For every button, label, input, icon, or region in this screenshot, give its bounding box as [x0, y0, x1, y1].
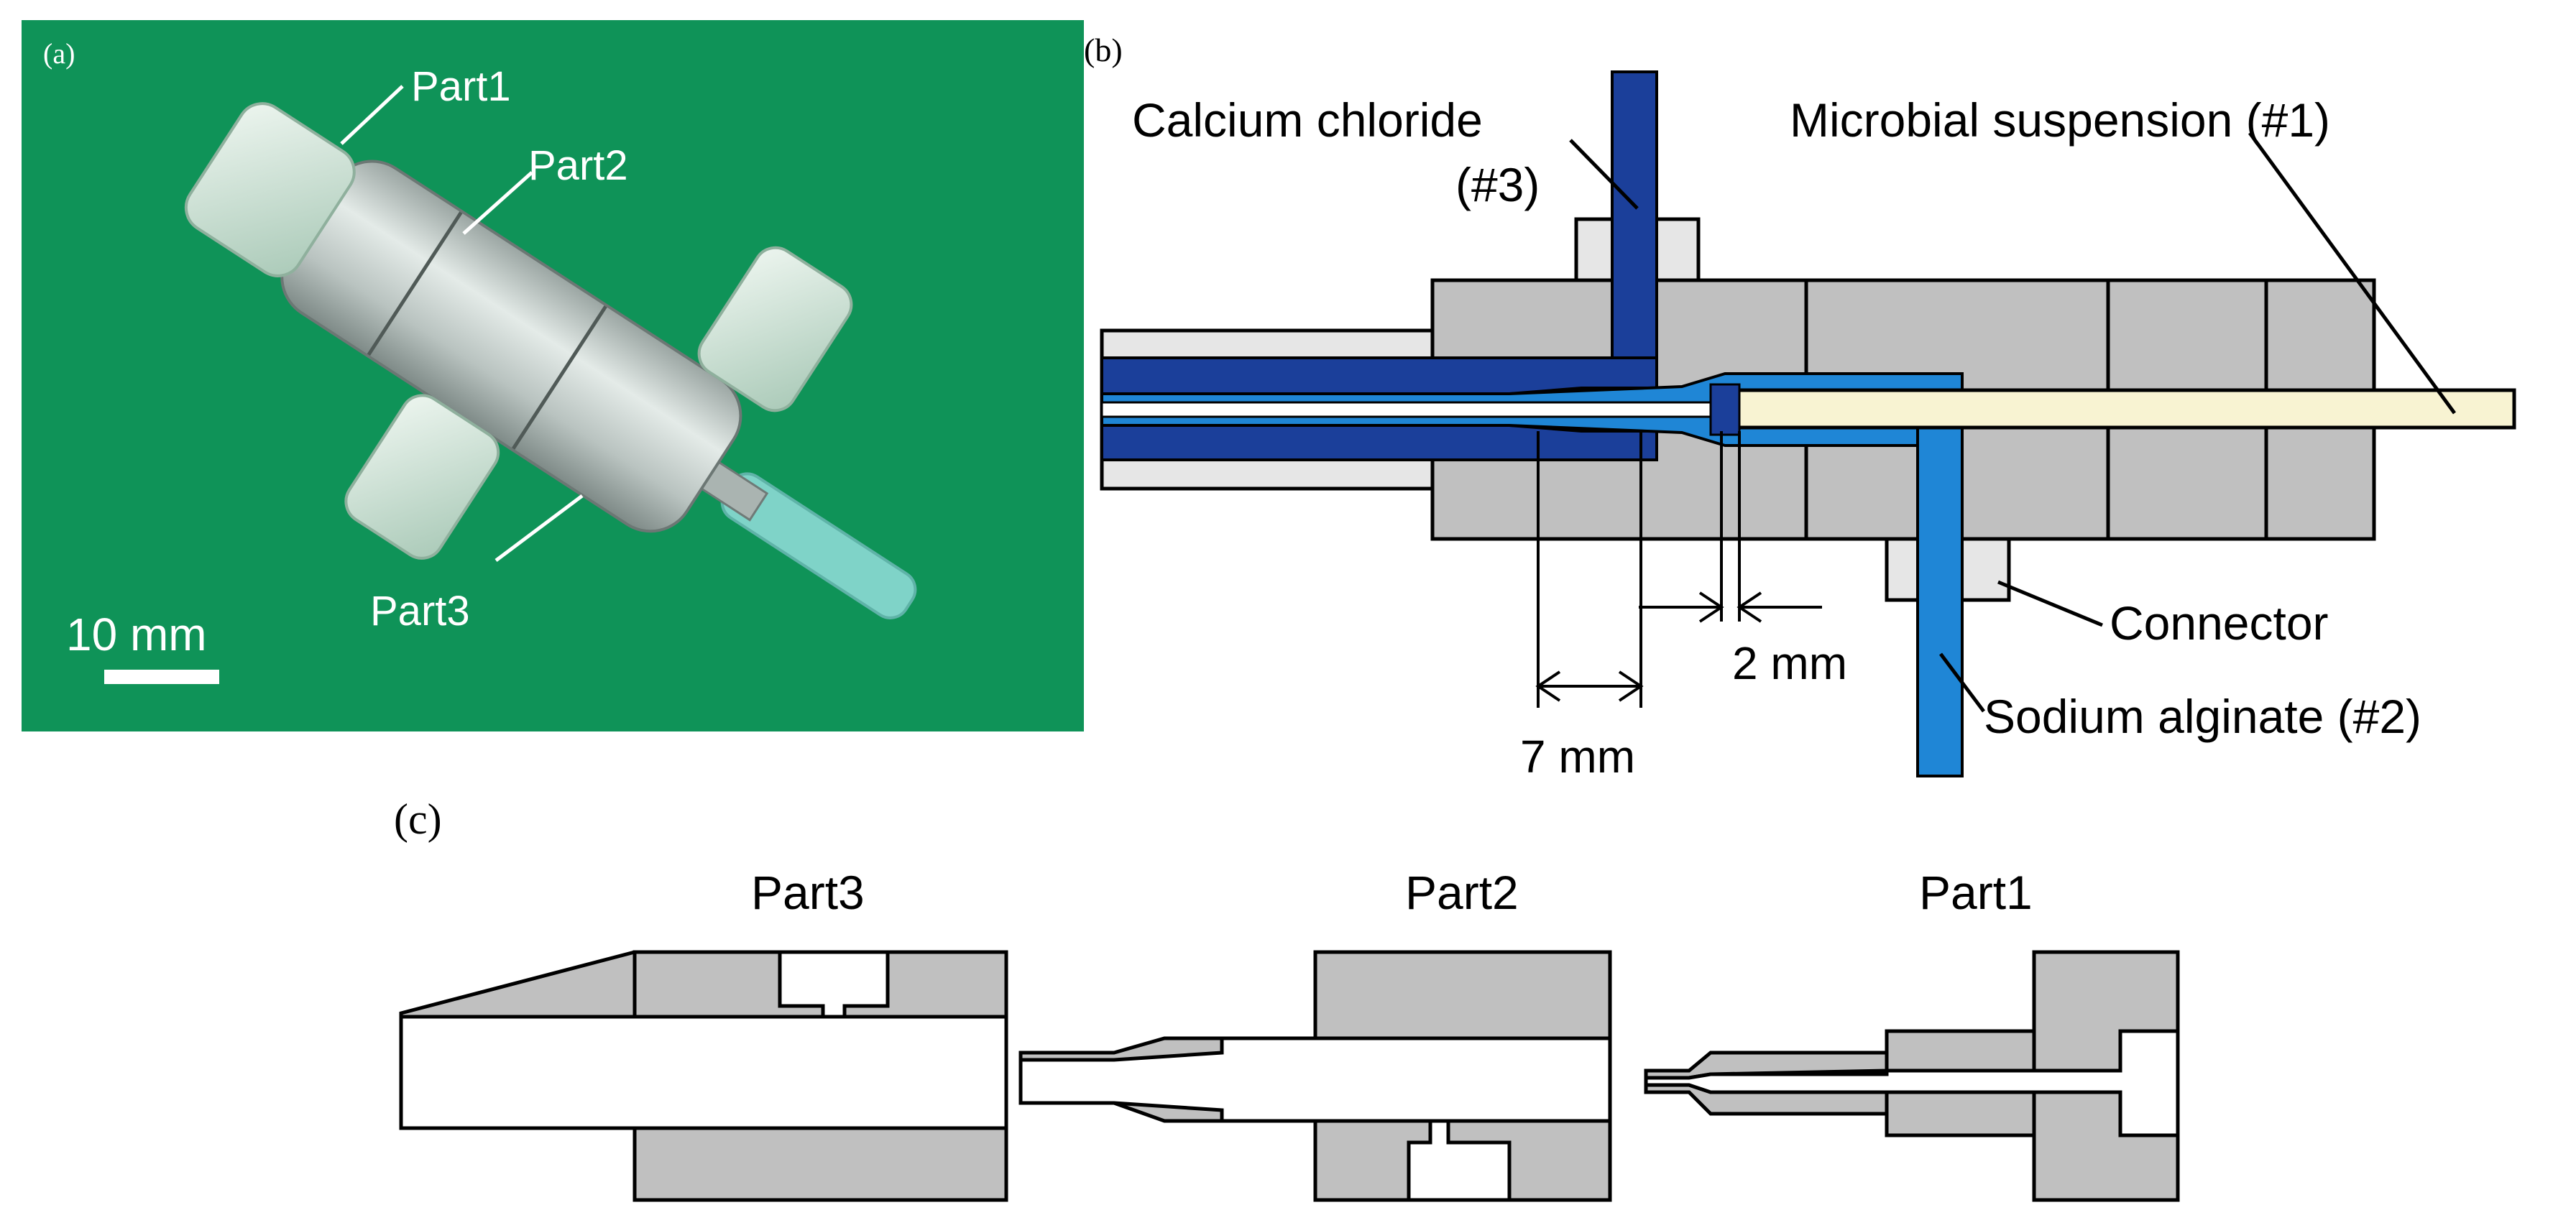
calcium-vertical-tube	[1611, 70, 1658, 382]
label-connector: Connector	[2110, 596, 2329, 650]
part1-bore	[1644, 1029, 2180, 1137]
core-stream	[1100, 401, 1721, 418]
side-connector-top	[697, 246, 853, 412]
panel-a: (a) Part1 Part2 Part3 10 mm	[22, 20, 1084, 731]
panel-b: (b)	[1084, 32, 2516, 782]
dim-7mm-label: 7 mm	[1520, 731, 1635, 782]
panel-c: (c) Part3 Part2 Part1	[394, 795, 2180, 1202]
end-cap	[184, 102, 356, 277]
label-microbial-suspension: Microbial suspension (#1)	[1790, 93, 2330, 147]
part3-port-slot	[778, 950, 890, 1019]
calcium-upper-channel	[1100, 356, 1658, 395]
part1-section: Part1	[1644, 866, 2180, 1202]
part2-upper-body	[1313, 950, 1612, 1040]
label-c-part3: Part3	[751, 866, 865, 919]
label-part1: Part1	[411, 63, 511, 110]
inner-needle-tip	[1709, 383, 1741, 436]
panel-b-letter: (b)	[1084, 32, 1123, 68]
scale-bar	[104, 670, 219, 684]
label-sodium-alginate: Sodium alginate (#2)	[1984, 690, 2421, 743]
dim-2mm-label: 2 mm	[1732, 637, 1847, 689]
side-connector-bottom	[344, 394, 500, 560]
seam-2	[512, 305, 607, 450]
leader-lines	[1569, 131, 2457, 713]
scale-bar-label: 10 mm	[66, 609, 207, 660]
label-c-part1: Part1	[1919, 866, 2033, 919]
calcium-lower-channel	[1100, 424, 1658, 461]
alginate-vertical-tube	[1916, 415, 1964, 777]
panel-c-letter: (c)	[394, 795, 442, 843]
part2-section: Part2	[1018, 866, 1612, 1202]
leader-part3	[494, 494, 584, 562]
label-part3: Part3	[370, 588, 470, 634]
leader-part1	[340, 85, 404, 145]
dimension-lines	[1535, 431, 1822, 708]
label-calcium-number: (#3)	[1455, 158, 1540, 211]
part3-lower-body	[632, 1126, 1008, 1202]
leader-part2	[462, 171, 533, 235]
part2-port-slot	[1407, 1119, 1512, 1202]
part3-bore	[399, 1015, 1008, 1130]
label-c-part2: Part2	[1405, 866, 1519, 919]
label-part2: Part2	[528, 142, 628, 189]
microbial-tube	[1723, 388, 2516, 430]
device-photo	[184, 102, 917, 619]
label-calcium-chloride: Calcium chloride	[1132, 93, 1483, 147]
part3-section: Part3	[399, 866, 1008, 1202]
seam-1	[367, 211, 463, 356]
part2-bore	[1018, 1036, 1612, 1123]
panel-a-letter: (a)	[43, 37, 75, 70]
calcium-channels	[1100, 70, 1658, 461]
